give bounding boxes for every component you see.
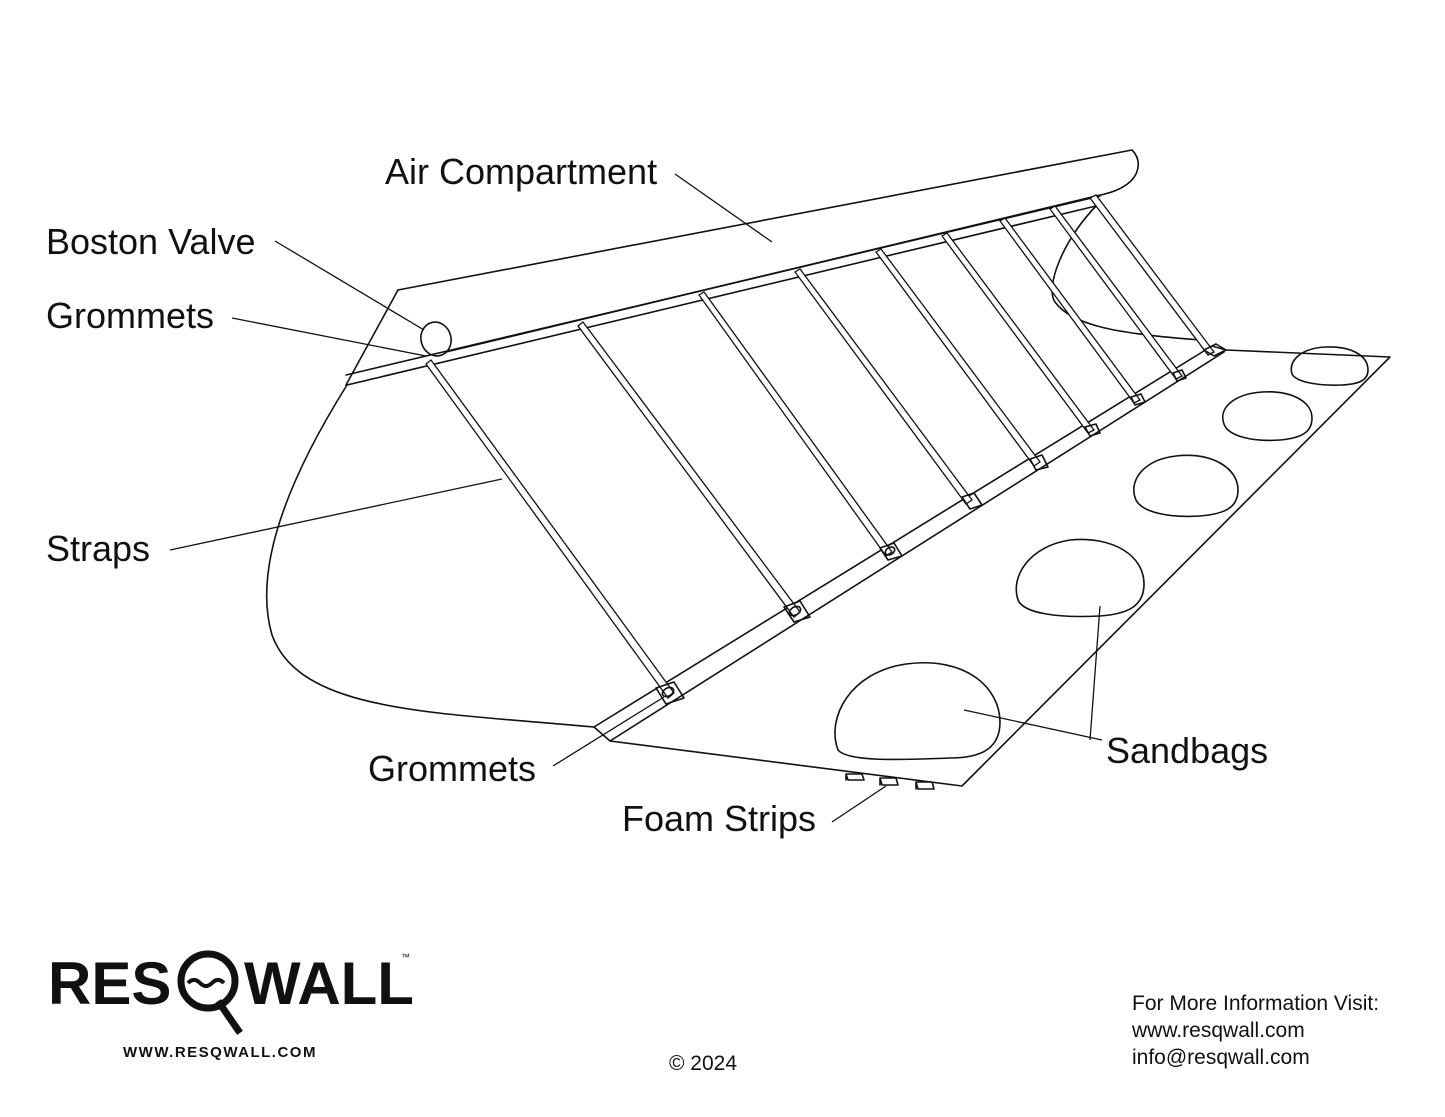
foam-strip: [845, 773, 865, 781]
grommet-tab: [1203, 343, 1227, 357]
grommet-tab: [1130, 393, 1146, 406]
strap: [1049, 205, 1183, 380]
strap: [941, 232, 1095, 434]
logo-q-icon: [177, 950, 243, 1035]
grommet-tab: [1084, 423, 1101, 437]
strap: [577, 321, 801, 618]
strap: [698, 291, 893, 557]
sandbag: [834, 662, 1001, 761]
apron-edge: [609, 351, 1225, 742]
leader-boston-valve: [274, 240, 425, 331]
strap: [425, 359, 675, 699]
leader-grommets-bottom: [552, 696, 665, 767]
logo-text-left: RES: [48, 950, 171, 1017]
grommet-tab: [655, 681, 685, 705]
grommet: [788, 605, 802, 617]
grommet-tab: [1172, 369, 1187, 382]
resqwall-logo: RES WALL ™ WWW.RESQWALL.COM: [48, 950, 414, 1061]
label-sandbags: Sandbags: [1106, 730, 1268, 771]
grommet-tab: [1029, 454, 1049, 471]
copyright: © 2024: [669, 1052, 738, 1075]
leader-straps: [169, 478, 503, 551]
strap: [999, 217, 1141, 404]
sandbags-group: [834, 346, 1369, 761]
foam-strips-group: [845, 773, 935, 790]
leader-sandbags-b: [1089, 605, 1101, 741]
logo-url: WWW.RESQWALL.COM: [123, 1044, 317, 1061]
strap: [1089, 194, 1215, 356]
foam-strip: [879, 777, 899, 786]
label-grommets-bottom: Grommets: [368, 748, 536, 789]
base-grommets: [655, 343, 1227, 705]
far-end-curve: [1051, 203, 1201, 341]
strap: [794, 268, 973, 505]
info-email: info@resqwall.com: [1132, 1046, 1310, 1069]
grommet-tab: [783, 600, 811, 623]
info-website: www.resqwall.com: [1132, 1019, 1305, 1042]
grommet-tab: [961, 492, 983, 510]
logo-text-right: WALL: [244, 950, 414, 1017]
air-compartment-end: [345, 289, 399, 386]
info-heading: For More Information Visit:: [1132, 992, 1380, 1015]
sandbag: [1133, 454, 1239, 518]
ground-apron: [593, 345, 1391, 787]
strap: [875, 248, 1041, 467]
label-straps: Straps: [46, 528, 150, 569]
leader-grommets-top: [231, 317, 427, 357]
label-grommets-top: Grommets: [46, 295, 214, 336]
leader-sandbags-a: [963, 709, 1103, 741]
sandbag: [1222, 391, 1313, 442]
boston-valve: [420, 321, 452, 357]
grommet: [661, 686, 675, 698]
label-boston-valve: Boston Valve: [46, 221, 255, 262]
air-compartment-base-lower: [346, 205, 1097, 386]
wall-end-panel: [265, 384, 595, 728]
leader-lines: [169, 173, 1103, 823]
label-foam-strips: Foam Strips: [622, 798, 816, 839]
label-air-compartment: Air Compartment: [385, 151, 657, 192]
foam-strip: [915, 781, 935, 790]
sandbag: [1290, 346, 1369, 386]
air-compartment-base: [345, 195, 1101, 376]
leader-foam-strips: [831, 785, 887, 823]
grommet-tab: [879, 542, 903, 561]
grommet: [884, 546, 896, 556]
air-compartment-tube: [397, 149, 1140, 353]
leader-air-compartment: [674, 173, 773, 243]
straps-group: [425, 194, 1215, 699]
sandbag: [1015, 538, 1145, 618]
info-block: For More Information Visit: www.resqwall…: [1132, 990, 1379, 1071]
logo-trademark: ™: [401, 952, 410, 962]
